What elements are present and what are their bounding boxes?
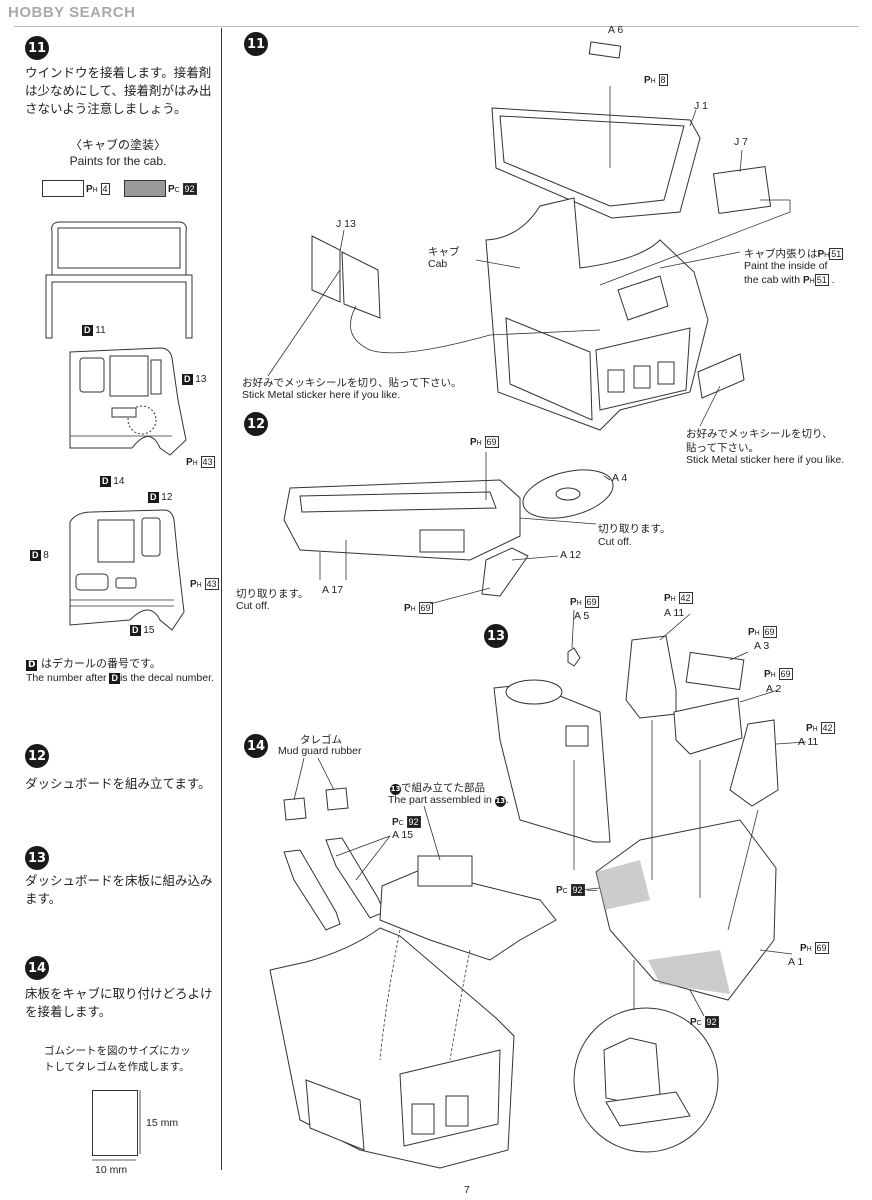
- label-a12: A 12: [560, 549, 582, 561]
- label-a6: A 6: [608, 24, 624, 36]
- label-ph42a: PH 42: [664, 592, 693, 604]
- label-a2: A 2: [766, 683, 782, 695]
- left-step11-text: ウインドウを接着します。接着剤は少なめにして、接着剤がはみ出さないよう注意しまし…: [25, 65, 212, 116]
- label-cab-en: Cab: [428, 258, 448, 270]
- cutoff-left-en: Cut off.: [236, 600, 270, 612]
- label-ph69e: PH 69: [764, 668, 793, 680]
- assembled-en: The part assembled in 13.: [388, 794, 509, 807]
- cutoff-left-jp: 切り取ります。: [236, 588, 309, 600]
- left-step12-text: ダッシュボードを組み立てます。: [25, 776, 211, 791]
- decal-13: D 13: [182, 374, 207, 385]
- label-ph69c: PH 69: [570, 596, 599, 608]
- label-pc92c: PC 92: [392, 816, 421, 828]
- rubber-size-rect: [92, 1090, 138, 1156]
- decal-ph43a: PH 43: [186, 456, 215, 468]
- left-step13-badge: 13: [25, 846, 49, 870]
- label-ph69b: PH 69: [404, 602, 433, 614]
- right-step13-badge: 13: [484, 624, 508, 648]
- left-step12-badge: 12: [25, 744, 49, 768]
- label-a1: A 1: [788, 956, 804, 968]
- label-a11b: A 11: [798, 736, 819, 748]
- right-step11-badge: 11: [244, 32, 268, 56]
- swatch-white: [42, 180, 84, 197]
- left-step13-text: ダッシュボードを床板に組み込みます。: [25, 873, 213, 906]
- label-ph69a: PH 69: [470, 436, 499, 448]
- paints-title-jp: 〈キャブの塗装〉: [69, 138, 166, 152]
- decal-14: D 14: [100, 476, 125, 487]
- label-a17: A 17: [322, 584, 344, 596]
- label-ph42b: PH 42: [806, 722, 835, 734]
- top-rule: [14, 26, 859, 27]
- page-number: 7: [464, 1184, 470, 1196]
- decal-8: D 8: [30, 550, 49, 561]
- sticker-right-en: Stick Metal sticker here if you like.: [686, 454, 845, 466]
- rubber-note: ゴムシートを図のサイズにカットしてタレゴムを作成します。: [44, 1045, 191, 1073]
- swatch-white-code: PH 4: [86, 183, 110, 195]
- sticker-right-jp1: お好みでメッキシールを切り、: [686, 428, 833, 440]
- decal-15: D 15: [130, 625, 155, 636]
- decal-ph43b: PH 43: [190, 578, 219, 590]
- label-a4: A 4: [612, 472, 628, 484]
- mudguard-en: Mud guard rubber: [278, 745, 362, 757]
- rubber-height: 15 mm: [146, 1117, 179, 1129]
- label-j13: J 13: [336, 218, 356, 230]
- swatch-gray: [124, 180, 166, 197]
- label-ph69d: PH 69: [748, 626, 777, 638]
- mudguard-jp: タレゴム: [300, 734, 342, 746]
- paints-title-en: Paints for the cab.: [69, 154, 167, 168]
- left-step14-text: 床板をキャブに取り付けどろよけを接着します。: [25, 986, 213, 1019]
- decal-12: D 12: [148, 492, 173, 503]
- label-a15: A 15: [392, 829, 414, 841]
- swatch-gray-code: PC 92: [168, 183, 197, 195]
- watermark: HOBBY SEARCH: [8, 4, 135, 21]
- left-step11-badge: 11: [25, 36, 49, 60]
- label-a3: A 3: [754, 640, 770, 652]
- sticker-right-jp2: 貼って下さい。: [686, 442, 759, 454]
- label-a11a: A 11: [664, 607, 685, 619]
- cab-paint-diagrams: [45, 221, 193, 631]
- cutoff-right-en: Cut off.: [598, 536, 632, 548]
- label-j7: J 7: [734, 136, 749, 148]
- sticker-left-jp: お好みでメッキシールを切り、貼って下さい。: [242, 377, 462, 389]
- left-step14-badge: 14: [25, 956, 49, 980]
- rubber-dimension-lines: [92, 1090, 141, 1161]
- right-step14-badge: 14: [244, 734, 268, 758]
- sticker-left-en: Stick Metal sticker here if you like.: [242, 389, 401, 401]
- cutoff-right-jp: 切り取ります。: [598, 523, 671, 535]
- rubber-width: 10 mm: [95, 1164, 128, 1176]
- inside-paint-en1: Paint the inside of: [744, 260, 828, 272]
- label-pc92b: PC 92: [690, 1016, 719, 1028]
- label-pc92a: PC 92 —: [556, 884, 598, 896]
- label-a5: A 5: [574, 610, 590, 622]
- label-ph69f: PH 69: [800, 942, 829, 954]
- label-ph8: PH 8: [644, 74, 668, 86]
- decal-11: D 11: [82, 325, 106, 336]
- watermark-text: HOBBY SEARCH: [8, 4, 136, 21]
- label-j1: J 1: [694, 100, 709, 112]
- decal-note-jp: D はデカールの番号です。: [26, 657, 161, 671]
- column-divider: [221, 28, 222, 1170]
- right-step12-badge: 12: [244, 412, 268, 436]
- label-cab-jp: キャブ: [428, 246, 460, 258]
